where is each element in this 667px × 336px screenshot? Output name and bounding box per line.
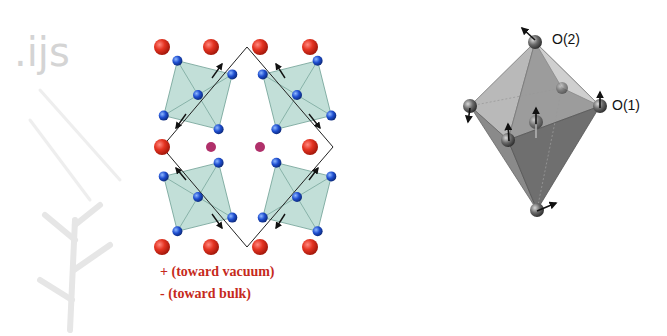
octa-face: [508, 106, 600, 210]
octahedron-edge: [263, 197, 297, 218]
octahedron-figure: [463, 28, 607, 217]
a-site-atom: [302, 39, 318, 55]
b-site-atom: [292, 90, 302, 100]
oxygen-atom: [227, 213, 237, 223]
direction-label: + (toward vacuum): [160, 264, 275, 279]
a-site-atom: [154, 239, 170, 255]
b-site-atom: [292, 192, 302, 202]
oxygen-atom: [258, 69, 268, 79]
atom-label: O(2): [552, 32, 580, 47]
atom-label: O(1): [612, 98, 640, 113]
octahedron-edge: [297, 61, 318, 95]
displacement-arrow: [212, 214, 222, 228]
displacement-arrow: [176, 114, 186, 128]
octahedron: [164, 163, 233, 232]
watermark-tree: [30, 90, 120, 330]
a-site-atom: [203, 239, 219, 255]
a-site-atom: [255, 142, 265, 152]
octahedron-edge: [297, 176, 331, 197]
oxygen-atom: [172, 56, 182, 66]
oxygen-atom: [313, 56, 323, 66]
a-site-atom: [252, 39, 268, 55]
oxygen-atom: [258, 213, 268, 223]
oxygen-atom: [159, 171, 169, 181]
displacement-arrow: [212, 64, 222, 78]
octa-edge: [470, 88, 562, 106]
displacement-arrow: [176, 168, 186, 180]
octahedron-edge: [164, 95, 198, 116]
oxygen-atom: [214, 124, 224, 134]
octahedron-edge: [297, 95, 331, 116]
a-site-atom: [154, 39, 170, 55]
octahedron: [164, 61, 233, 130]
b-site-atom: [193, 90, 203, 100]
a-site-atom: [302, 139, 318, 155]
a-site-atom: [206, 142, 216, 152]
displacement-arrow: [276, 64, 285, 78]
direction-label: - (toward bulk): [160, 286, 251, 301]
displacement-arrows: [468, 28, 600, 211]
surface-lattice: [154, 39, 336, 255]
octa-edge: [537, 88, 562, 210]
watermark: .ijs: [14, 30, 70, 74]
a-site-atom: [252, 239, 268, 255]
a-site-atom: [203, 39, 219, 55]
b-site-atom: [193, 192, 203, 202]
octahedron-edge: [198, 95, 219, 129]
octahedron: [263, 61, 332, 130]
octahedron-edge: [198, 163, 219, 197]
octahedron-edge: [297, 197, 318, 231]
oxygen-atom: [528, 35, 542, 49]
octahedron-edge: [198, 197, 232, 218]
oxygen-atom: [530, 203, 544, 217]
oxygen-atom: [227, 69, 237, 79]
oxygen-atom: [271, 158, 281, 168]
a-site-atom: [302, 239, 318, 255]
octa-face: [535, 42, 600, 106]
displacement-arrow: [276, 214, 285, 228]
a-site-atom: [154, 139, 170, 155]
oxygen-atom: [326, 111, 336, 121]
displacement-arrow: [309, 168, 318, 180]
octahedron-edge: [164, 176, 198, 197]
oxygen-atom: [271, 124, 281, 134]
oxygen-atom: [214, 158, 224, 168]
oxygen-atom: [313, 226, 323, 236]
oxygen-atom: [556, 82, 568, 94]
octahedron-edge: [276, 95, 297, 129]
octahedron-edge: [177, 61, 198, 95]
oxygen-atom: [172, 226, 182, 236]
octahedron: [263, 163, 332, 232]
octahedron-edge: [177, 197, 198, 231]
ghost-arrow: [535, 124, 536, 138]
oxygen-atom: [159, 111, 169, 121]
oxygen-atom: [326, 171, 336, 181]
unit-cell: [162, 47, 333, 247]
displacement-arrow: [309, 114, 320, 128]
